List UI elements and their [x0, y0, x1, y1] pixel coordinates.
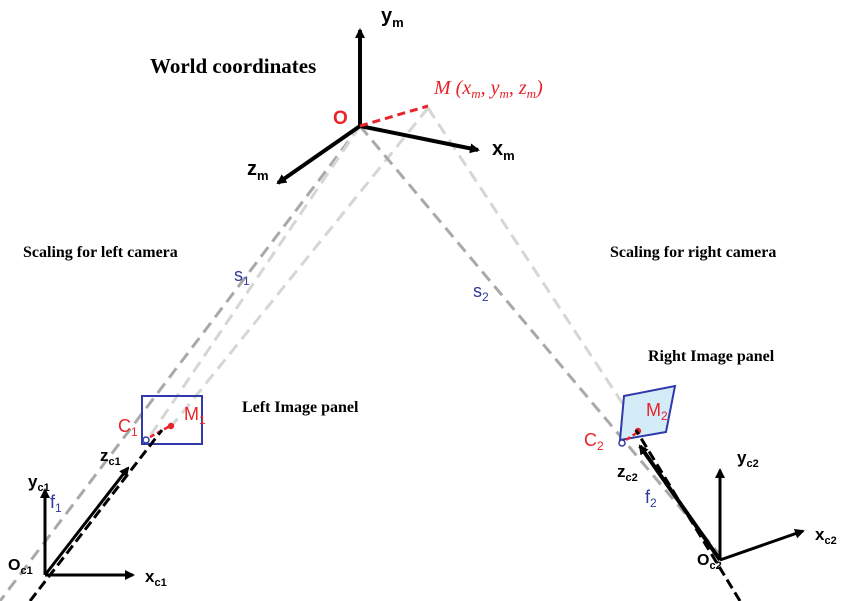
right-focal-ray: [634, 429, 742, 601]
s2-label: s2: [473, 281, 489, 304]
c2-label: C2: [584, 430, 604, 453]
world-point-vector: [359, 104, 429, 128]
left-image-panel: [141, 395, 203, 445]
left-focal-ray: [28, 429, 164, 601]
zc1-axis: [43, 466, 130, 576]
yc2-label: yc2: [737, 448, 759, 470]
c1-point: [142, 436, 150, 444]
xc2-axis: [719, 528, 805, 562]
right-camera-axes: [634, 429, 805, 601]
left-scaling-label: Scaling for left camera: [23, 244, 178, 261]
xc2-label: xc2: [815, 525, 837, 547]
ray-M-to-right-image: [426, 107, 642, 431]
zm-label: zm: [247, 158, 269, 183]
f1-label: f1: [50, 492, 62, 515]
m1-label: M1: [184, 404, 206, 427]
zm-axis: [276, 124, 362, 185]
projection-rays: [0, 107, 722, 601]
right-panel-label: Right Image panel: [648, 348, 775, 365]
xm-axis: [359, 124, 480, 154]
s1-label: s1: [234, 265, 250, 288]
ray-M-to-left-image: [168, 107, 430, 429]
xm-label: xm: [492, 138, 515, 163]
ray-world-to-left-camera: [0, 125, 362, 601]
zc2-label: zc2: [617, 462, 638, 484]
zc1-label: zc1: [100, 446, 121, 468]
world-origin-label: O: [333, 108, 348, 129]
ray-world-to-right-camera: [358, 125, 722, 556]
xc1-label: xc1: [145, 567, 167, 589]
ym-label: ym: [381, 5, 404, 30]
c2-point: [618, 439, 626, 447]
oc2-label: Oc2: [697, 552, 722, 572]
world-coordinates-title: World coordinates: [150, 54, 316, 78]
oc1-label: Oc1: [8, 557, 33, 577]
left-panel-rect: [141, 395, 203, 445]
left-camera-axes: [28, 429, 164, 601]
yc1-label: yc1: [28, 472, 50, 494]
world-axes: [276, 28, 480, 185]
ray-world-to-left-image: [148, 125, 362, 437]
right-scaling-label: Scaling for right camera: [610, 244, 776, 261]
f2-label: f2: [645, 487, 657, 510]
c1-label: C1: [118, 416, 138, 439]
m2-label: M2: [646, 400, 668, 423]
world-point-label: M (xm, ym, zm): [433, 77, 543, 101]
right-panel-quad: [618, 384, 677, 442]
left-panel-label: Left Image panel: [242, 399, 359, 416]
right-image-panel: [618, 384, 677, 447]
m1-point: [167, 422, 175, 430]
